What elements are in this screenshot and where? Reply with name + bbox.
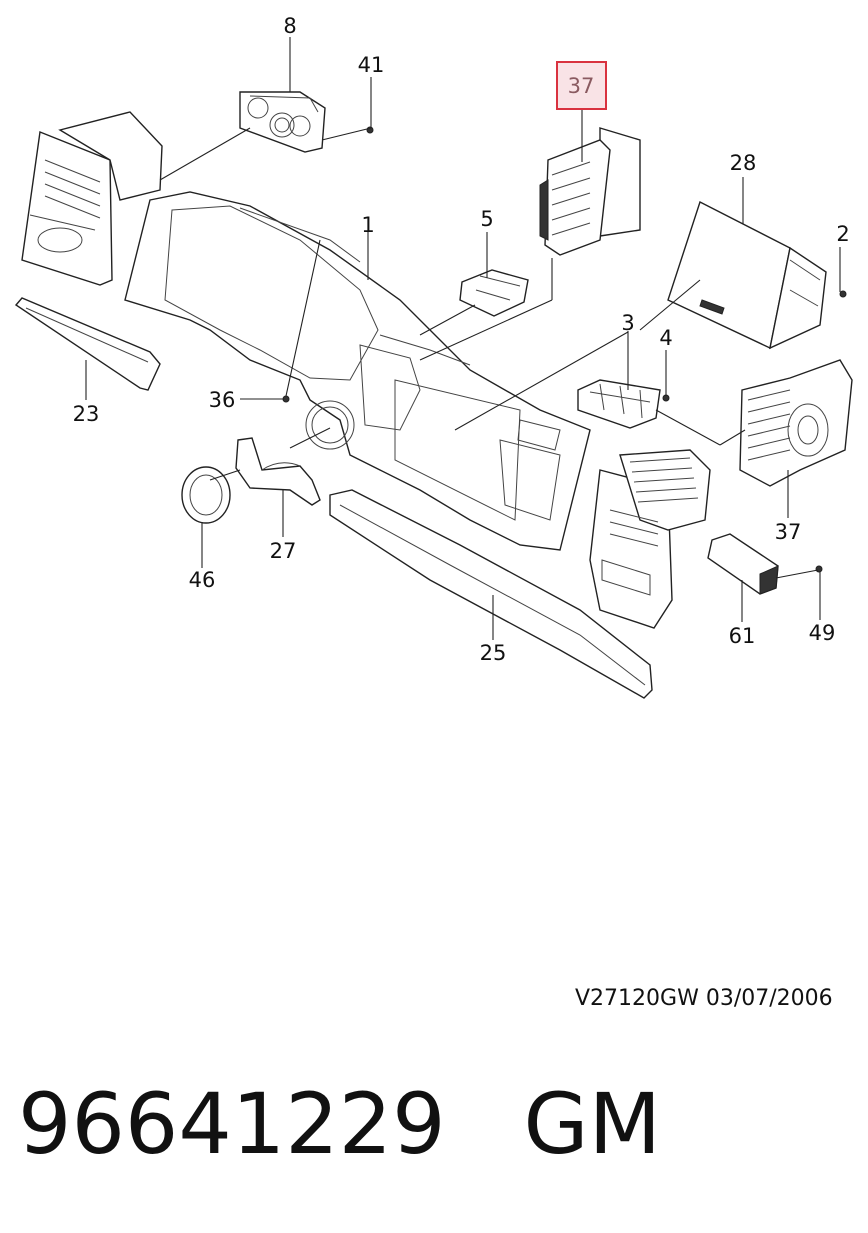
dashboard-panel-part [124,191,591,551]
exploded-parts-diagram: 8 41 37 28 1 5 2 3 4 36 23 37 27 46 25 6… [14,14,853,699]
callout-labels: 8 41 37 28 1 5 2 3 4 36 23 37 27 46 25 6… [73,14,850,665]
callout-37-highlight[interactable] [556,61,607,110]
right-vent-housing-part [589,449,711,629]
callout-37-bottom: 37 [775,520,802,544]
center-switch-part [577,379,661,429]
right-switch-part [707,533,779,595]
air-vent-part-top [539,127,641,256]
callout-1: 1 [361,213,374,237]
callout-23: 23 [73,402,100,426]
callout-3: 3 [621,311,634,335]
callout-8: 8 [283,14,296,38]
callout-25: 25 [480,641,507,665]
ignition-ring-part [181,466,231,524]
callout-41: 41 [358,53,385,77]
air-vent-part-right [739,359,853,487]
callout-28: 28 [730,151,757,175]
callout-2: 2 [836,222,849,246]
callout-46: 46 [189,568,216,592]
callout-37-top[interactable]: 37 [568,74,595,98]
callout-4: 4 [659,326,672,350]
leader-lines [85,37,841,640]
callout-36: 36 [209,388,236,412]
column-cover-part [235,437,321,506]
glove-box-part [667,201,827,350]
part-number: 96641229 [18,1075,446,1173]
callout-49: 49 [809,621,836,645]
screw-fasteners [282,126,847,573]
callout-61: 61 [729,624,756,648]
lower-trim-part [329,489,653,699]
left-trim-strip-part [14,297,161,391]
callout-27: 27 [270,539,297,563]
brand-name: GM [523,1075,662,1173]
drawing-reference: V27120GW 03/07/2006 [575,986,833,1011]
small-switch-part [459,269,529,317]
control-switch-part [239,91,326,153]
left-vent-housing-part [21,111,163,286]
callout-5: 5 [480,207,493,231]
